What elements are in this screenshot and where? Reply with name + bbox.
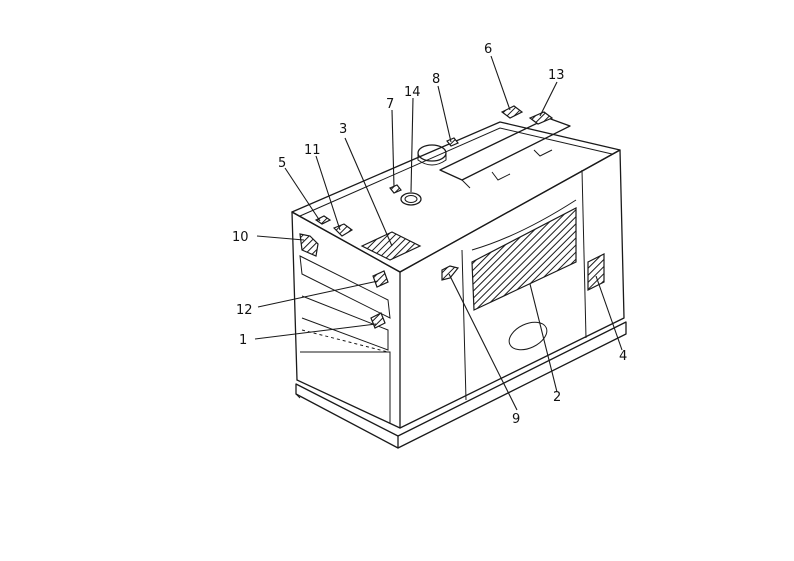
- callout-6: 6: [484, 42, 492, 57]
- callout-8: 8: [432, 72, 440, 87]
- callout-10: 10: [232, 230, 249, 245]
- decal-3: [360, 231, 422, 261]
- decal-5: [314, 215, 332, 225]
- top-fittings: [400, 117, 571, 206]
- decal-7: [389, 184, 402, 194]
- decal-10: [299, 233, 319, 257]
- fuel-cap-icon: [400, 192, 422, 206]
- decal-1: [370, 312, 386, 329]
- callout-5: 5: [278, 156, 286, 171]
- decal-13: [528, 111, 554, 125]
- decal-12: [372, 270, 389, 288]
- decal-6: [500, 105, 524, 119]
- decal-labels: [299, 105, 605, 329]
- generator-body: [291, 121, 627, 449]
- callout-2: 2: [553, 390, 561, 405]
- callout-1: 1: [239, 333, 247, 348]
- callout-12: 12: [236, 303, 253, 318]
- callout-9: 9: [512, 412, 520, 427]
- decal-2: [471, 207, 577, 311]
- callout-13: 13: [548, 68, 565, 83]
- decal-4: [587, 253, 605, 291]
- callout-7: 7: [386, 97, 394, 112]
- decal-9: [441, 265, 460, 281]
- callout-14: 14: [404, 85, 421, 100]
- callout-numbers: 1 2 3 4 5 6 7 8 9 10 11 12 13 14: [232, 42, 627, 427]
- callout-3: 3: [339, 122, 347, 137]
- callout-4: 4: [619, 349, 627, 364]
- exhaust-cap-icon: [417, 144, 447, 162]
- leader-lines: [254, 55, 623, 411]
- callout-11: 11: [304, 143, 321, 158]
- decal-8: [446, 137, 459, 147]
- decal-11: [332, 223, 354, 237]
